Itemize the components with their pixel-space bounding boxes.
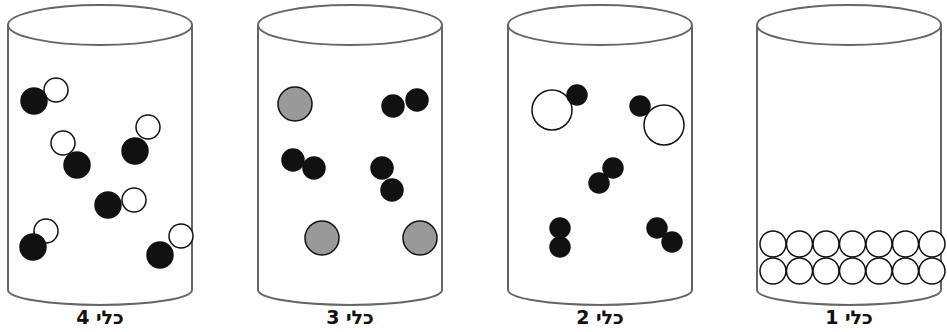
particle — [919, 231, 945, 257]
particle — [840, 258, 866, 284]
particle — [813, 231, 839, 257]
container-label: כלי 3 — [326, 306, 374, 328]
particle — [760, 231, 786, 257]
particle — [787, 258, 813, 284]
particles — [20, 78, 684, 268]
particle — [787, 231, 813, 257]
particle — [919, 258, 945, 284]
particle — [893, 258, 919, 284]
particle — [760, 258, 786, 284]
cylinders — [8, 5, 941, 305]
container-label: כלי 1 — [825, 306, 873, 328]
particle — [866, 258, 892, 284]
solid-particles — [760, 231, 945, 284]
particle — [866, 231, 892, 257]
container-label: כלי 2 — [576, 306, 624, 328]
particle — [813, 258, 839, 284]
particle — [840, 231, 866, 257]
container-label: כלי 4 — [76, 306, 124, 328]
particle — [893, 231, 919, 257]
